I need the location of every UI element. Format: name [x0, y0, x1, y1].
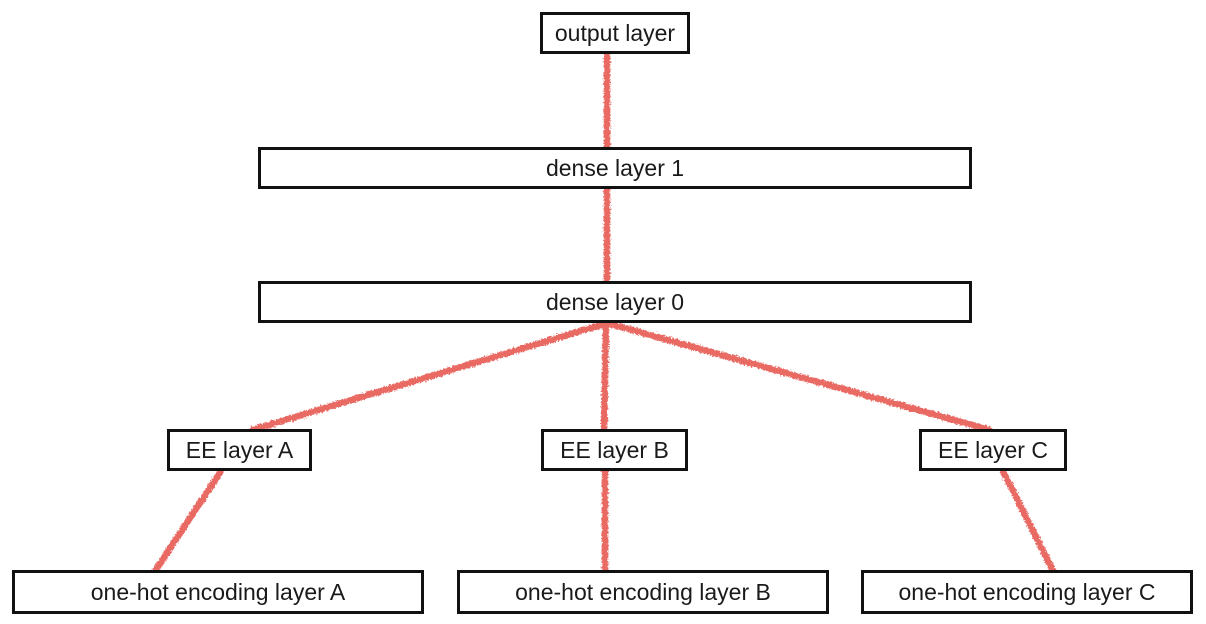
node-output-layer: output layer — [540, 12, 690, 54]
node-one-hot-encoding-layer-b: one-hot encoding layer B — [457, 570, 829, 614]
node-ee-layer-a: EE layer A — [167, 429, 312, 471]
node-ee-layer-c-label: EE layer C — [938, 436, 1048, 463]
edge-dense0-to-eeA — [248, 319, 611, 434]
edge-dense0-to-eeC — [603, 319, 994, 434]
node-output-layer-label: output layer — [554, 19, 676, 46]
node-ee-layer-b-label: EE layer B — [560, 436, 669, 463]
edge-eeA-to-onehotA — [151, 467, 225, 575]
node-ee-layer-a-label: EE layer A — [185, 436, 294, 463]
edge-eeC-to-onehotC — [999, 467, 1057, 575]
node-ee-layer-c: EE layer C — [919, 429, 1067, 471]
node-one-hot-encoding-layer-a: one-hot encoding layer A — [12, 570, 424, 614]
node-one-hot-encoding-layer-c: one-hot encoding layer C — [861, 570, 1193, 614]
node-one-hot-encoding-layer-a-label: one-hot encoding layer A — [90, 578, 346, 605]
node-dense-layer-1: dense layer 1 — [258, 147, 972, 189]
node-one-hot-encoding-layer-c-label: one-hot encoding layer C — [898, 578, 1156, 605]
node-dense-layer-0-label: dense layer 0 — [545, 288, 685, 315]
edge-dense0-to-eeB — [600, 319, 610, 434]
node-dense-layer-1-label: dense layer 1 — [545, 154, 685, 181]
node-ee-layer-b: EE layer B — [541, 429, 688, 471]
node-dense-layer-0: dense layer 0 — [258, 281, 972, 323]
node-one-hot-encoding-layer-b-label: one-hot encoding layer B — [515, 578, 771, 605]
